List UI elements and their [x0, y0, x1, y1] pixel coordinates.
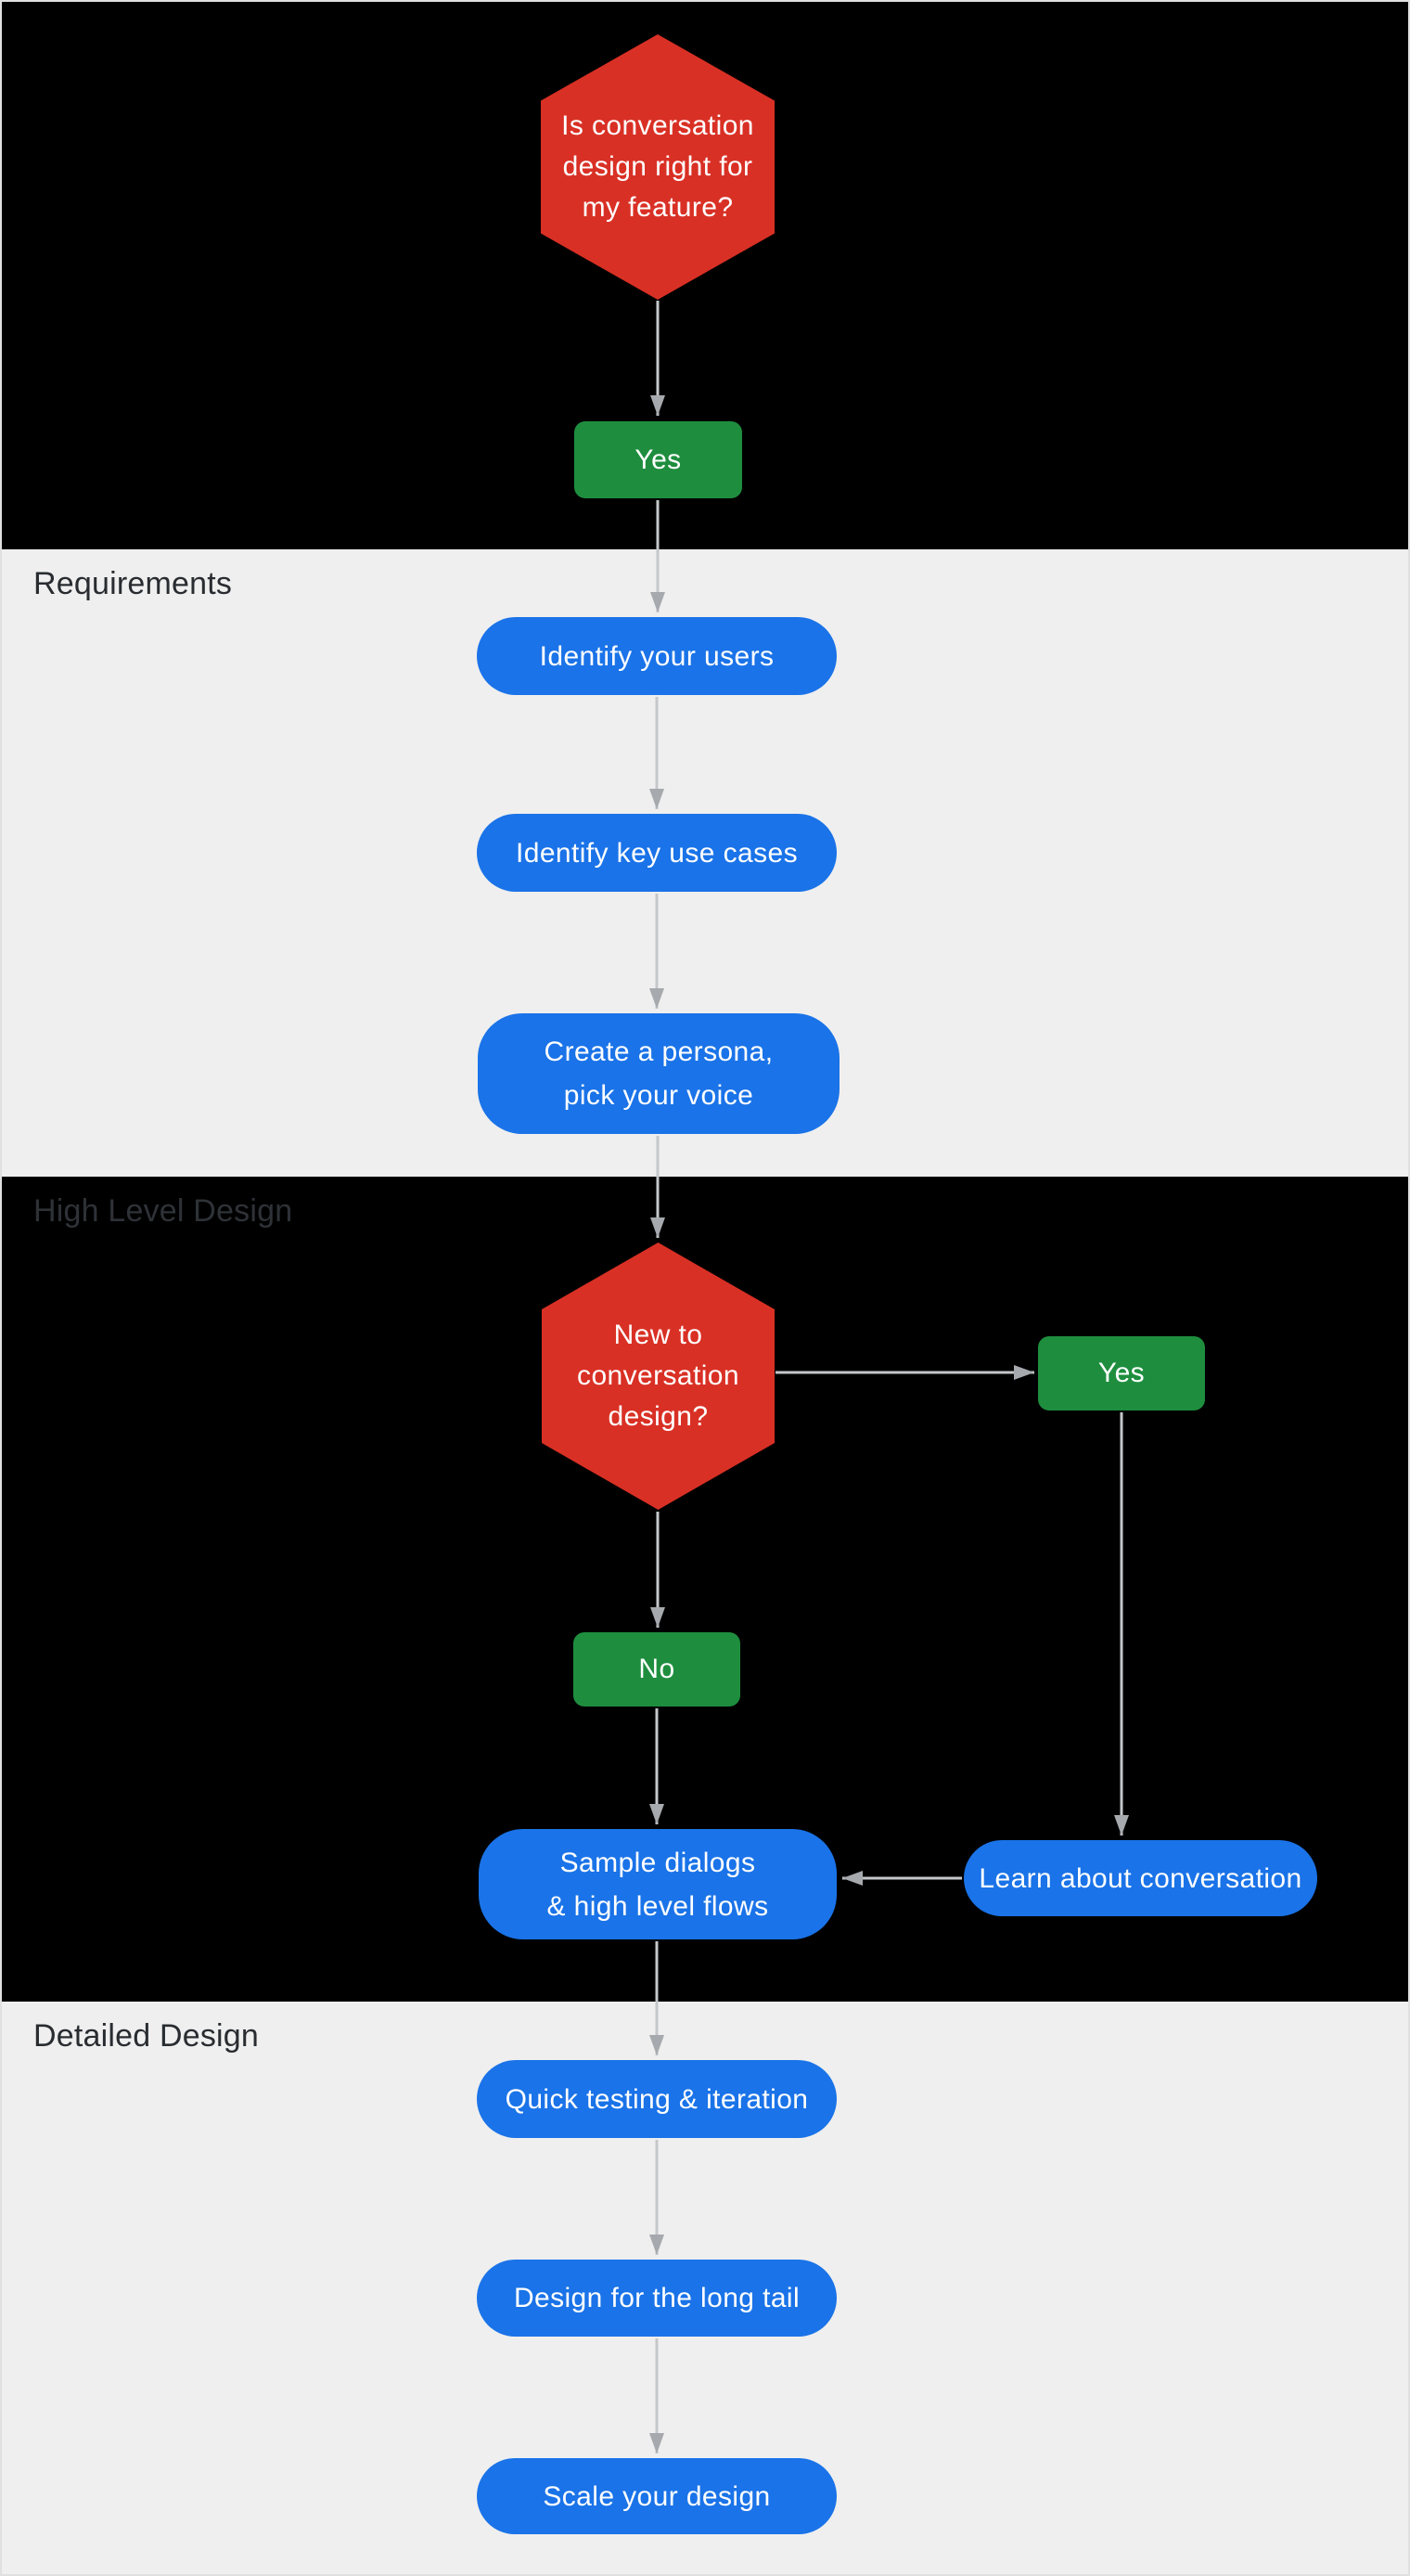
step-create-persona-pick-voice: Create a persona, pick your voice	[478, 1013, 840, 1134]
step-sample-dialogs-high-level-flows: Sample dialogs & high level flows	[479, 1829, 837, 1939]
answer-no: No	[573, 1632, 740, 1707]
step-learn-about-conversation: Learn about conversation	[964, 1840, 1317, 1916]
step-identify-key-use-cases: Identify key use cases	[477, 814, 837, 892]
step-scale-your-design: Scale your design	[477, 2458, 837, 2534]
answer-yes-top: Yes	[574, 421, 742, 498]
section-label-requirements: Requirements	[33, 566, 233, 601]
section-label-high-level-design: High Level Design	[33, 1193, 293, 1229]
step-design-for-long-tail: Design for the long tail	[477, 2260, 837, 2337]
section-label-detailed-design: Detailed Design	[33, 2018, 260, 2054]
step-quick-testing-iteration: Quick testing & iteration	[477, 2060, 837, 2138]
step-identify-your-users: Identify your users	[477, 617, 837, 695]
answer-yes-right: Yes	[1038, 1336, 1205, 1410]
